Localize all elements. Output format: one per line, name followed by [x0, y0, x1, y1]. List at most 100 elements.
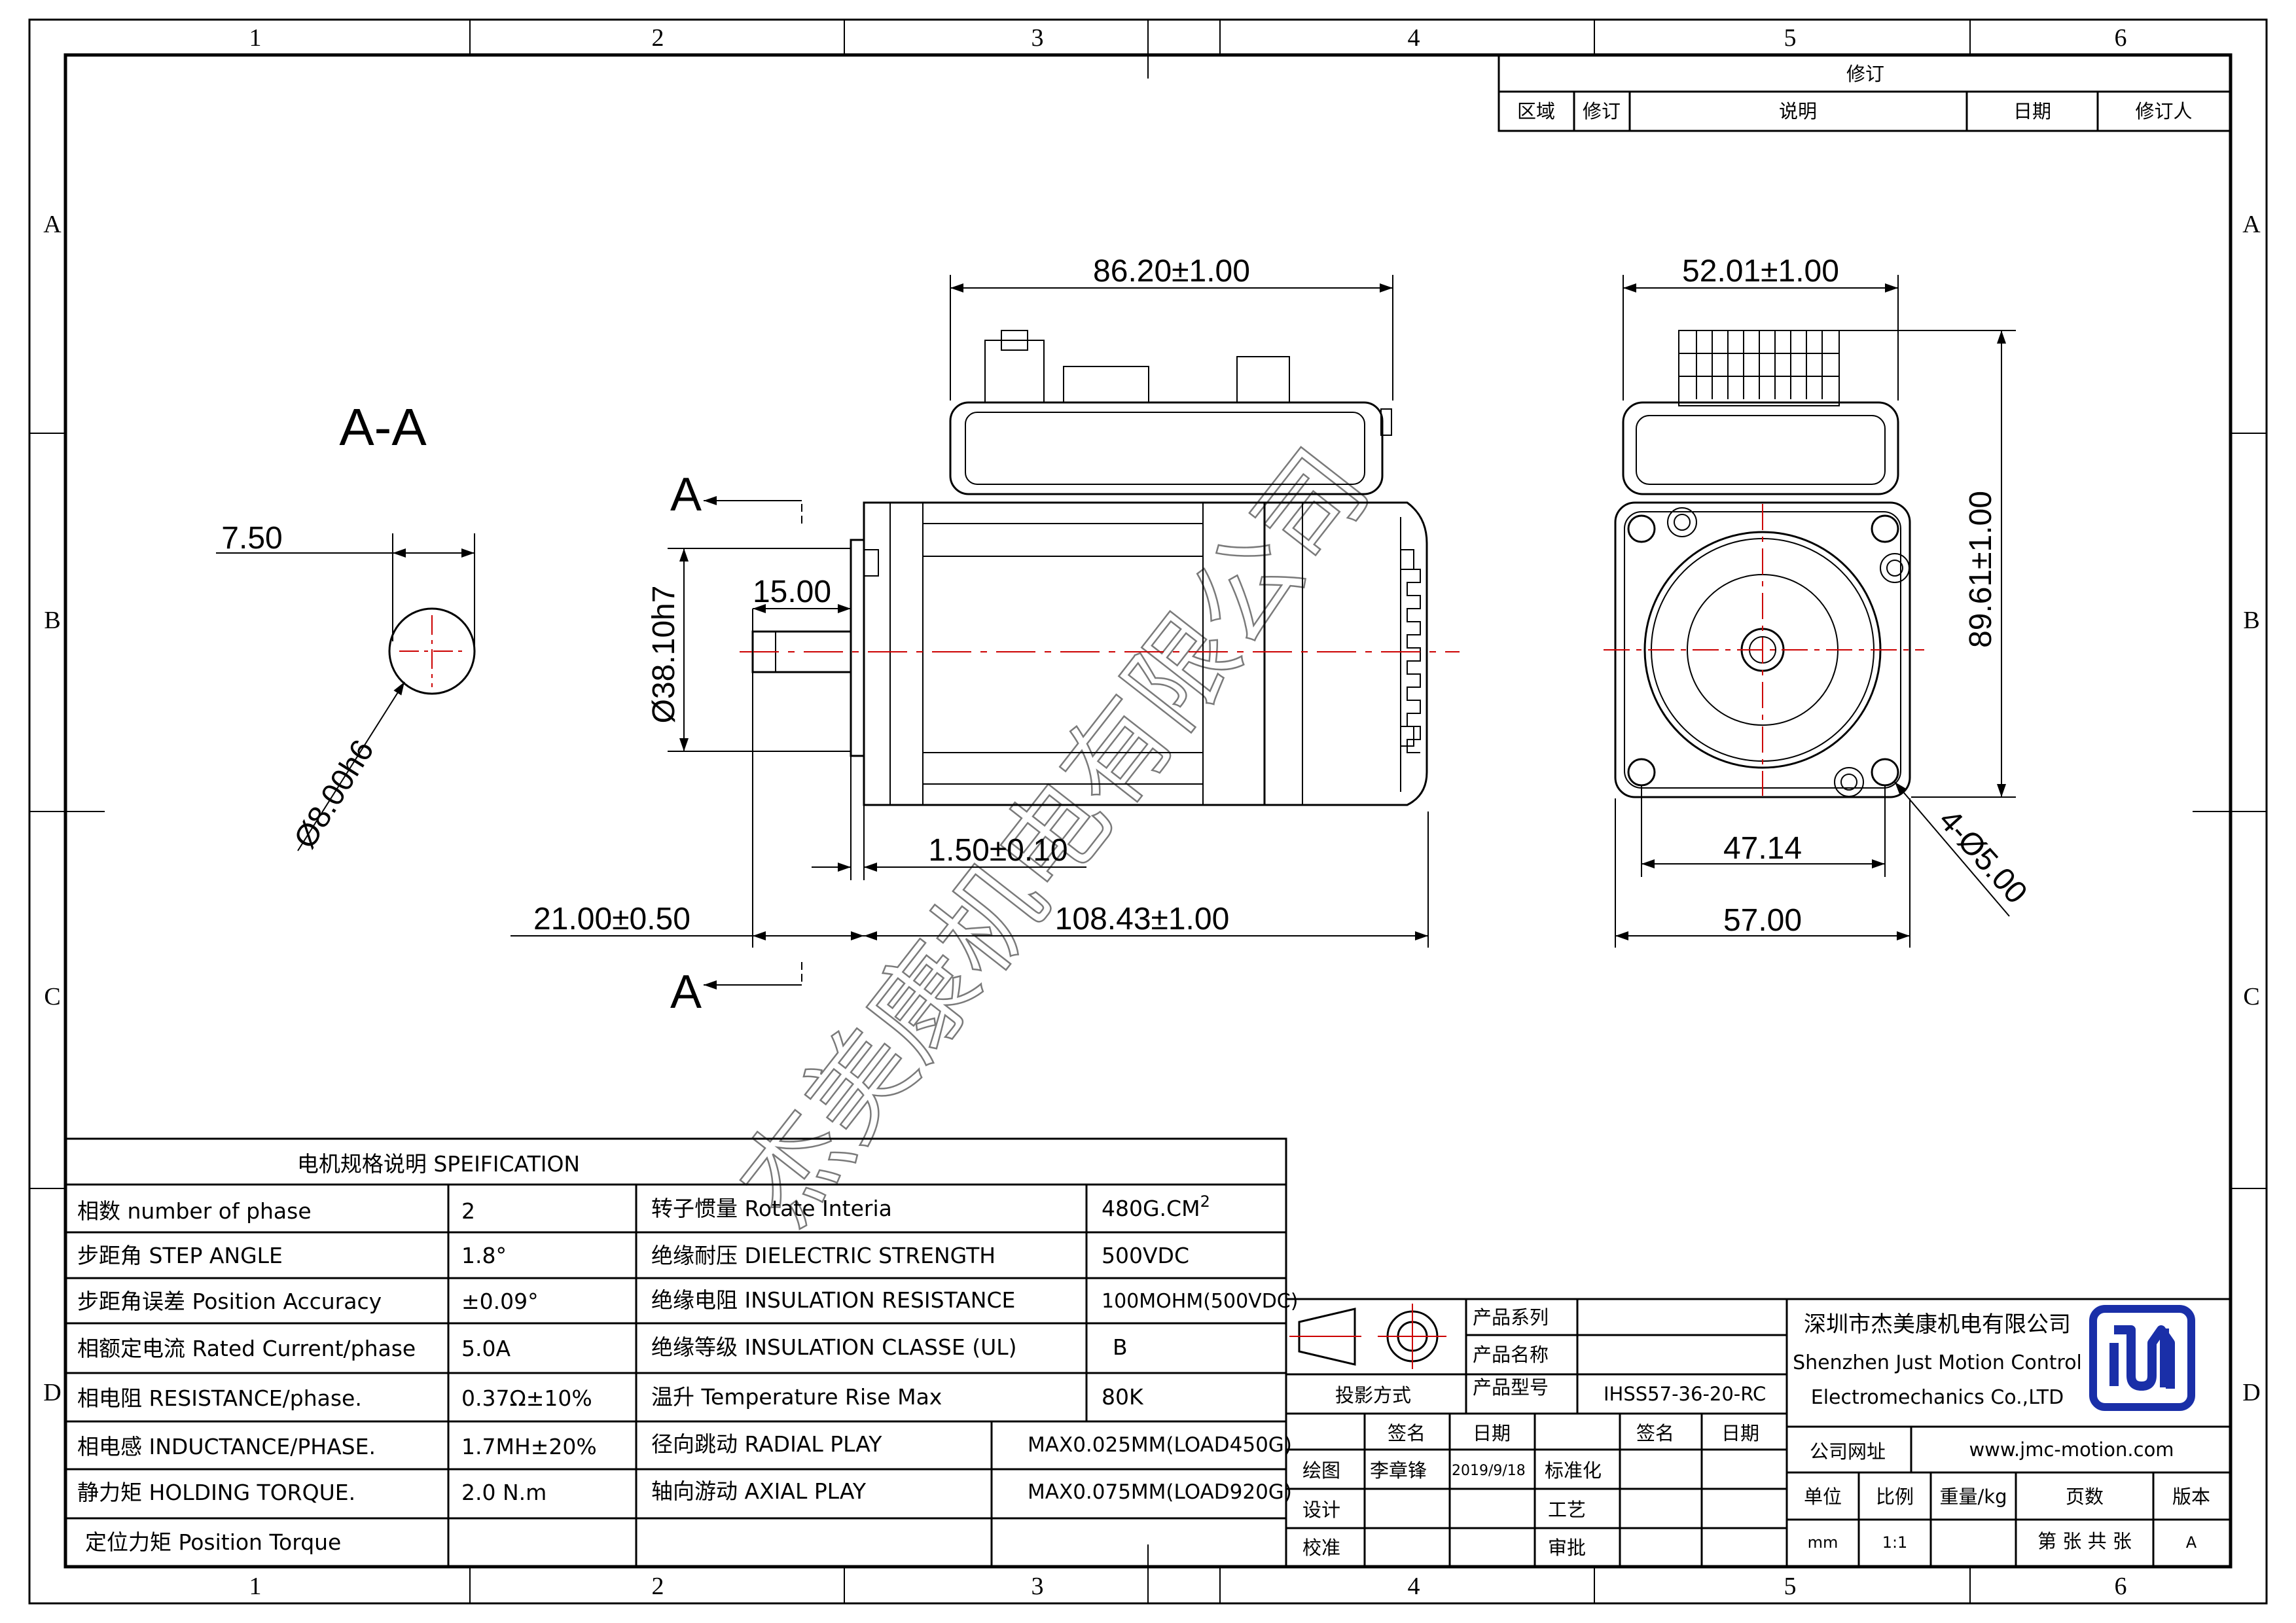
- label-product-name: 产品名称: [1473, 1344, 1549, 1366]
- spec-value: 1.8°: [461, 1243, 507, 1268]
- dim-total-height: 89.61±1.00: [1964, 491, 1998, 648]
- spec-label: 径向跳动 RADIAL PLAY: [651, 1431, 882, 1457]
- website: www.jmc-motion.com: [1969, 1438, 2174, 1461]
- label-date: 日期: [1473, 1422, 1511, 1444]
- label-sign: 签名: [1388, 1422, 1426, 1444]
- side-view-labels: 86.20±1.00 A A Ø38.10h7 15.00 1.50±0.10 …: [533, 254, 1250, 1018]
- driver-housing-front: [1622, 401, 1899, 495]
- spec-value: 0.37Ω±10%: [461, 1385, 592, 1411]
- projection-symbol-icon: [1289, 1304, 1446, 1369]
- spec-label: 绝缘电阻 INSULATION RESISTANCE: [651, 1287, 1015, 1313]
- zone-col-5-bottom: 5: [1784, 1573, 1797, 1600]
- label-website: 公司网址: [1810, 1440, 1886, 1463]
- company-name-en-1: Shenzhen Just Motion Control: [1793, 1351, 2082, 1374]
- dim-hole-pitch: 47.14: [1723, 831, 1802, 866]
- drawer-name: 李章锋: [1370, 1459, 1427, 1482]
- spec-label: 步距角误差 Position Accuracy: [77, 1289, 382, 1314]
- label-standardization: 标准化: [1545, 1459, 1602, 1482]
- zone-row-d: D: [43, 1379, 61, 1406]
- label-design: 设计: [1302, 1499, 1340, 1521]
- spec-value: MAX0.075MM(LOAD920G): [1028, 1480, 1292, 1504]
- dim-shaft-length: 21.00±0.50: [533, 902, 691, 936]
- spec-label: 相数 number of phase: [77, 1198, 312, 1224]
- label-unit: 单位: [1804, 1486, 1842, 1508]
- draw-date: 2019/9/18: [1452, 1463, 1526, 1479]
- zone-col-2: 2: [652, 24, 664, 52]
- zone-col-2-bottom: 2: [652, 1573, 664, 1600]
- label-product-series: 产品系列: [1473, 1306, 1549, 1329]
- leader-line: [297, 681, 405, 851]
- screw: [1880, 553, 1910, 583]
- front-view-dimensions: [1615, 275, 2016, 948]
- zone-row-a-right: A: [2242, 211, 2261, 238]
- dim-flange-width: 57.00: [1723, 903, 1802, 938]
- spec-value: B: [1113, 1334, 1128, 1360]
- spec-value: 480G.CM2: [1102, 1192, 1210, 1221]
- label-approve: 审批: [1548, 1537, 1586, 1559]
- revision-table: 修订 区域 修订 说明 日期 修订人: [1498, 54, 2232, 132]
- section-marker-top: A: [670, 469, 702, 521]
- spec-title: 电机规格说明 SPEIFICATION: [297, 1151, 580, 1177]
- mount-hole: [1871, 514, 1899, 543]
- zone-col-1: 1: [249, 24, 262, 52]
- spec-value: MAX0.025MM(LOAD450G): [1028, 1433, 1292, 1457]
- driver-housing: [949, 401, 1384, 495]
- mount-hole: [1627, 514, 1656, 543]
- revision-header-rev: 修订: [1583, 100, 1621, 122]
- zone-col-4-bottom: 4: [1408, 1573, 1420, 1600]
- zone-row-c-right: C: [2243, 983, 2259, 1010]
- cooling-fins: [1407, 569, 1421, 753]
- revision-header-reviser: 修订人: [2135, 100, 2192, 122]
- title-block: 产品系列 产品名称 投影方式 产品型号 IHSS57-36-20-RC 签名 日…: [1285, 1298, 2232, 1568]
- screw: [1667, 507, 1697, 537]
- mount-hole: [1627, 758, 1656, 787]
- dim-total-length: 108.43±1.00: [1055, 902, 1230, 936]
- zone-row-a: A: [43, 211, 62, 238]
- power-connector: [1236, 356, 1290, 403]
- encoder-connector: [1063, 366, 1149, 403]
- screw: [1834, 767, 1864, 797]
- zone-row-d-right: D: [2242, 1379, 2260, 1406]
- scale-value: 1:1: [1882, 1533, 1908, 1552]
- zone-col-4: 4: [1408, 24, 1420, 52]
- sheet-value: 第 张 共 张: [2037, 1530, 2132, 1552]
- section-marker-bottom: A: [670, 966, 702, 1018]
- label-projection: 投影方式: [1335, 1384, 1411, 1406]
- spec-value: ±0.09°: [461, 1289, 539, 1314]
- spec-label: 温升 Temperature Rise Max: [651, 1384, 942, 1410]
- label-scale: 比例: [1876, 1486, 1914, 1508]
- spec-label: 绝缘等级 INSULATION CLASSE (UL): [651, 1334, 1017, 1360]
- side-view-dimensions: [511, 275, 1429, 990]
- dim-connector-width: 52.01±1.00: [1682, 254, 1839, 289]
- spec-label: 步距角 STEP ANGLE: [77, 1243, 283, 1268]
- label-check: 校准: [1302, 1537, 1340, 1559]
- zone-row-b: B: [44, 607, 60, 634]
- spec-value-superscript: 2: [1200, 1192, 1210, 1211]
- section-title: A-A: [339, 398, 427, 456]
- dim-section-width: 7.50: [221, 521, 282, 556]
- zone-col-3-bottom: 3: [1031, 1573, 1044, 1600]
- label-sign-2: 签名: [1636, 1422, 1674, 1444]
- spec-label: 静力矩 HOLDING TORQUE.: [77, 1480, 355, 1505]
- spec-value: 2.0 N.m: [461, 1480, 547, 1505]
- zone-labels: 1 2 3 4 5 6 1 2 3 4 5 6 A B C D A B C D: [43, 24, 2261, 1600]
- zone-col-1-bottom: 1: [249, 1573, 262, 1600]
- specification-table: 电机规格说明 SPEIFICATION 相数 number of phase 2…: [64, 1137, 1298, 1568]
- revision-header-date: 日期: [2013, 100, 2051, 122]
- dim-key-length: 15.00: [753, 575, 831, 609]
- spec-label: 转子惯量 Rotate Interia: [651, 1196, 892, 1221]
- spec-label: 定位力矩 Position Torque: [85, 1529, 341, 1555]
- label-pages: 页数: [2066, 1486, 2104, 1508]
- spec-value: 5.0A: [461, 1336, 511, 1361]
- motor-side-view: [740, 330, 1460, 806]
- pilot-boss: [850, 539, 865, 757]
- encoder-cap: [1263, 501, 1428, 806]
- product-model: IHSS57-36-20-RC: [1604, 1383, 1766, 1405]
- revision-header-description: 说明: [1779, 100, 1817, 122]
- label-version: 版本: [2172, 1486, 2210, 1508]
- dim-body-length: 86.20±1.00: [1093, 254, 1250, 289]
- spec-label: 绝缘耐压 DIELECTRIC STRENGTH: [651, 1243, 996, 1268]
- terminal-connector: [984, 340, 1045, 403]
- spec-value-text: 480G.CM: [1102, 1196, 1200, 1221]
